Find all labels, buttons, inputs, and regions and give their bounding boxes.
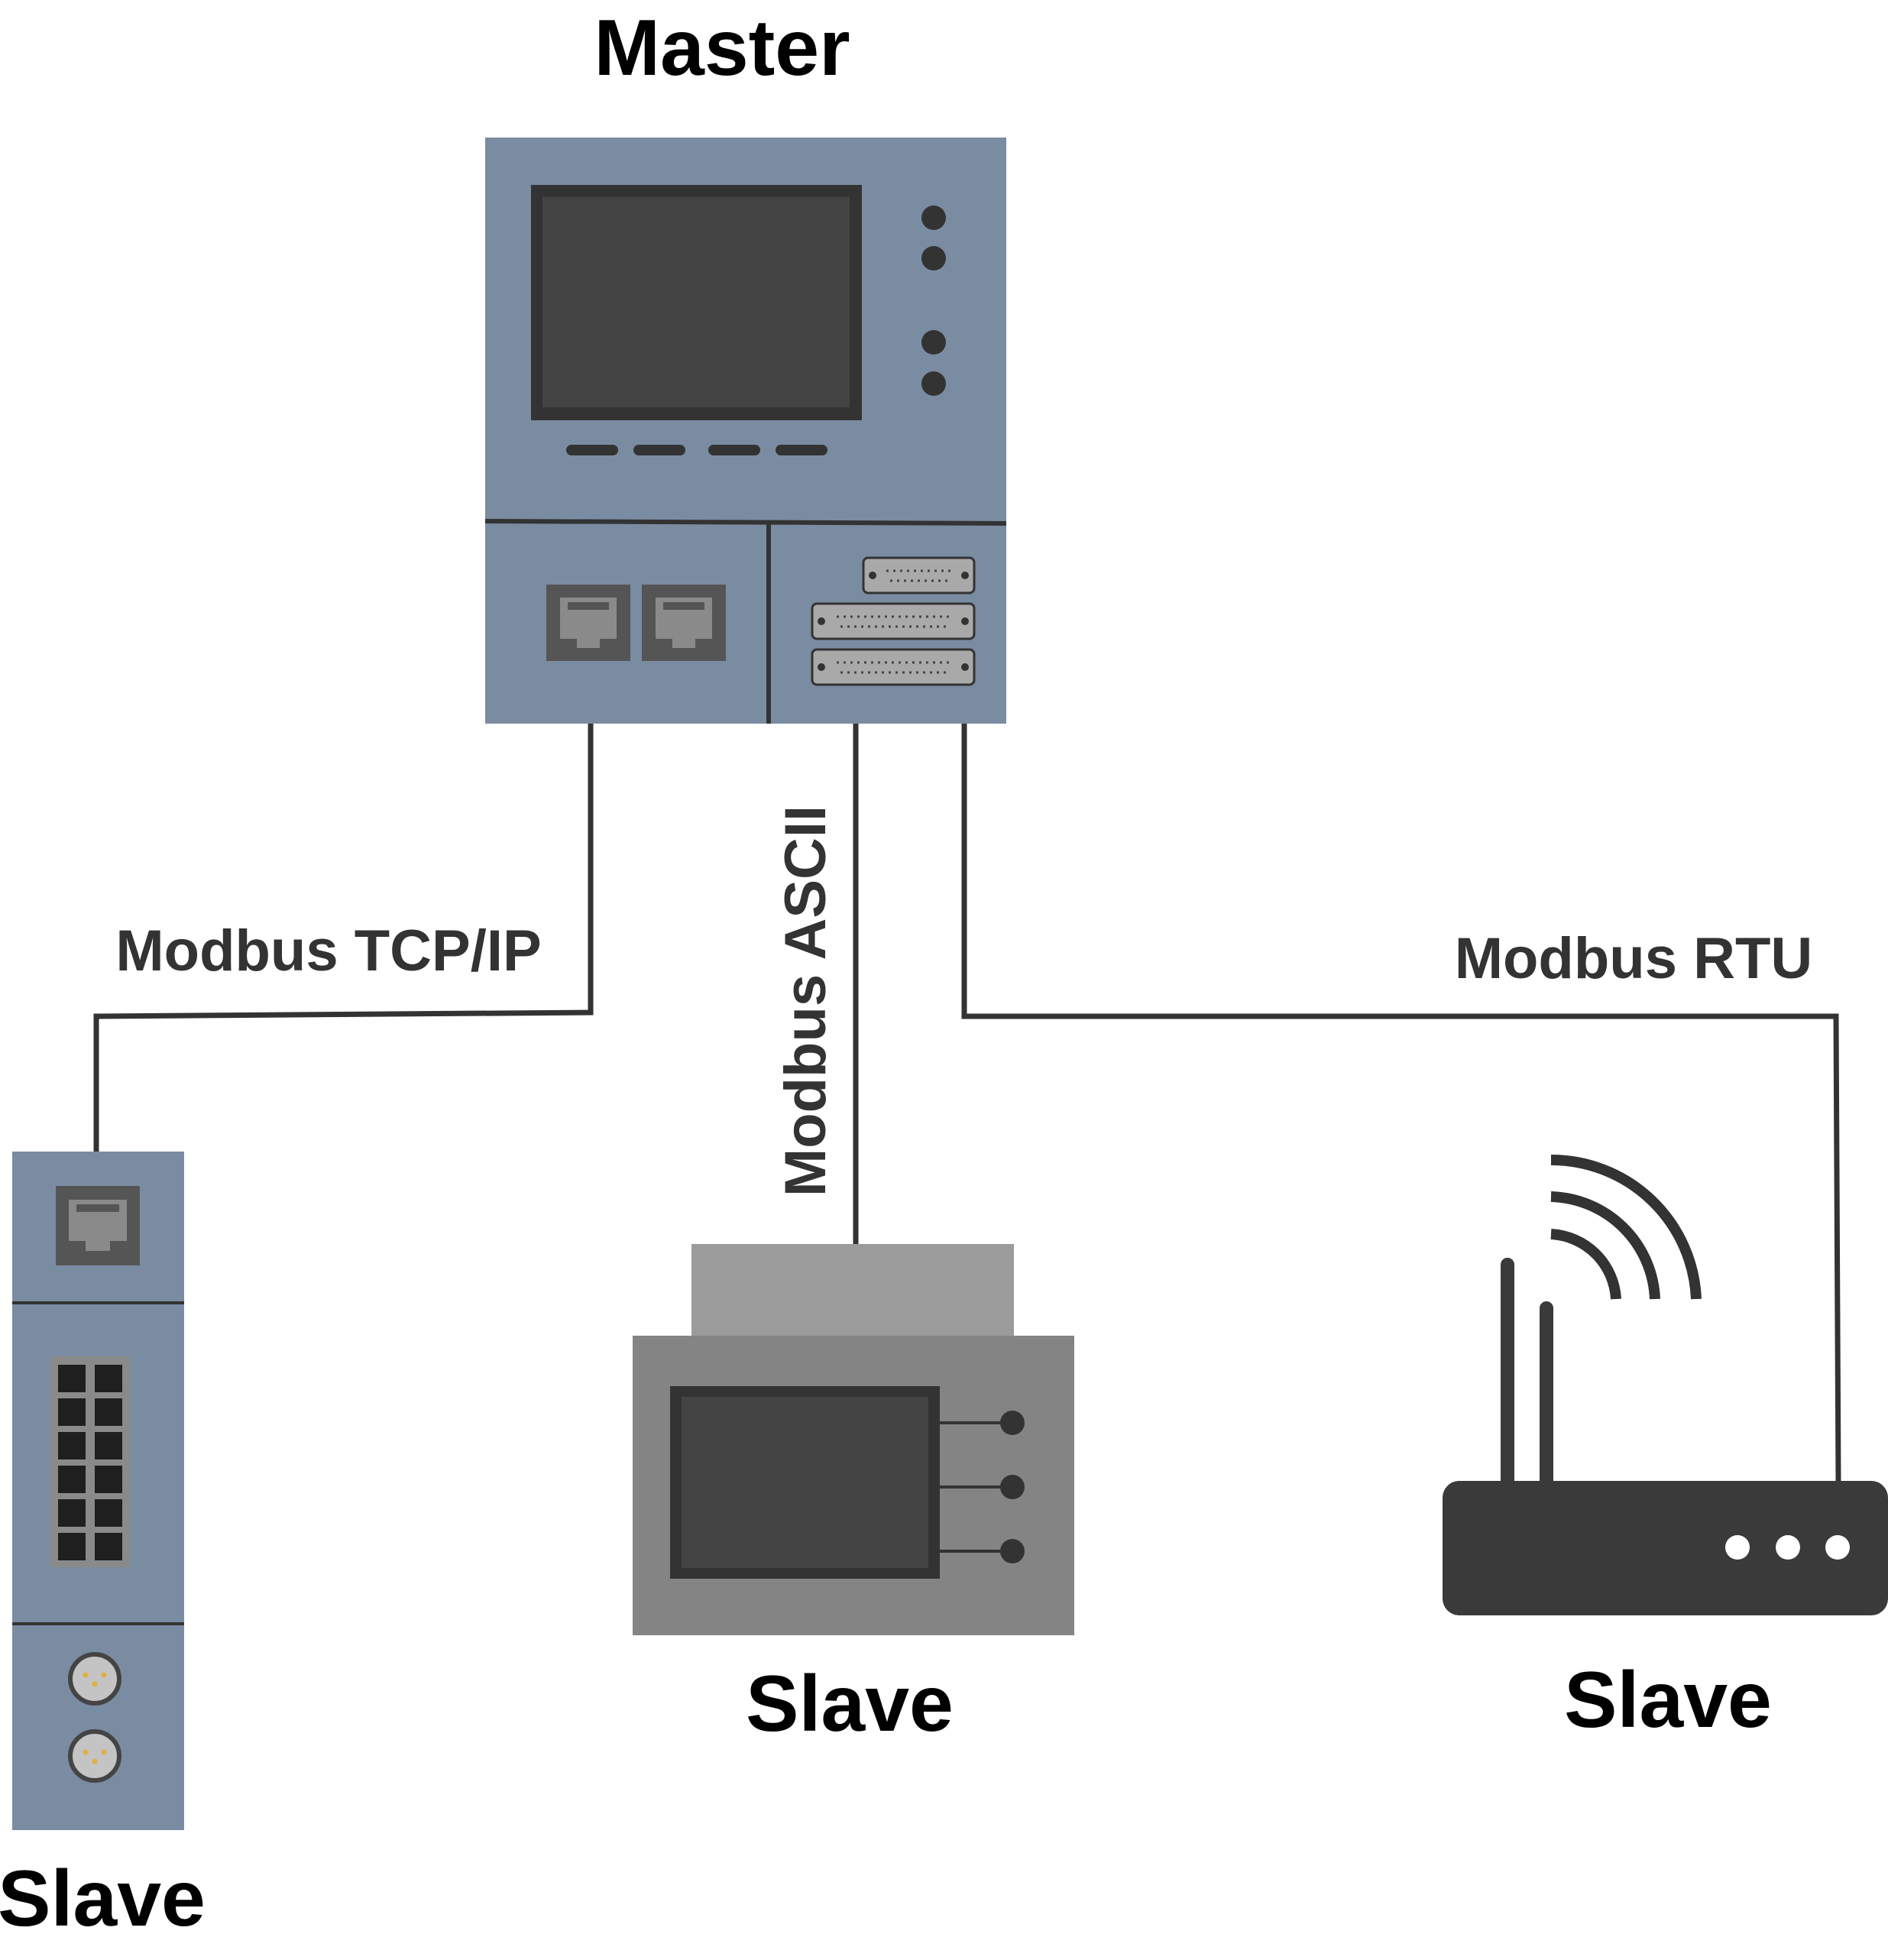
rj45-port-icon (546, 585, 630, 661)
panel-button-icon (1000, 1411, 1025, 1435)
panel-button-icon (1000, 1539, 1025, 1563)
link-label-rtu: Modbus RTU (1455, 926, 1813, 991)
panel-button-icon (1000, 1475, 1025, 1499)
m12-connector-icon (68, 1652, 121, 1706)
rj45-port-icon (642, 585, 726, 661)
master-device (484, 138, 1007, 724)
master-screen (542, 197, 850, 407)
master-label: Master (594, 4, 850, 92)
master-divider (484, 519, 1007, 526)
dsub-port-icon (811, 602, 976, 640)
wire-tcp (93, 722, 594, 1154)
terminal-block-icon (50, 1356, 130, 1567)
master-led-icon (921, 206, 946, 230)
router-led-icon (1825, 1535, 1850, 1560)
link-label-ascii: Modbus ASCII (773, 805, 838, 1197)
slave-center-label: Slave (746, 1660, 954, 1748)
master-led-icon (921, 330, 946, 355)
slave-center-device (633, 1244, 1074, 1635)
master-key-icon (776, 445, 827, 455)
slave-right-label: Slave (1564, 1656, 1772, 1745)
router-led-icon (1725, 1535, 1750, 1560)
slave-right-device (1443, 1154, 1888, 1615)
master-key-icon (633, 445, 685, 455)
router-body (1443, 1481, 1888, 1615)
master-key-icon (708, 445, 760, 455)
link-label-tcp: Modbus TCP/IP (115, 918, 541, 983)
master-led-icon (921, 371, 946, 396)
m12-connector-icon (68, 1729, 121, 1783)
wires (93, 722, 1841, 1483)
rj45-port-icon (56, 1186, 140, 1265)
dsub-port-icon (811, 648, 976, 686)
wifi-signal-icon (1550, 1154, 1702, 1300)
router-led-icon (1776, 1535, 1800, 1560)
dsub-port-icon (862, 556, 976, 594)
master-key-icon (566, 445, 618, 455)
slave-left-device (12, 1152, 184, 1830)
master-led-icon (921, 246, 946, 271)
panel-top-housing (691, 1244, 1014, 1337)
wire-rtu (961, 722, 1841, 1483)
panel-screen (682, 1397, 928, 1568)
slave-left-label: Slave (0, 1855, 206, 1943)
